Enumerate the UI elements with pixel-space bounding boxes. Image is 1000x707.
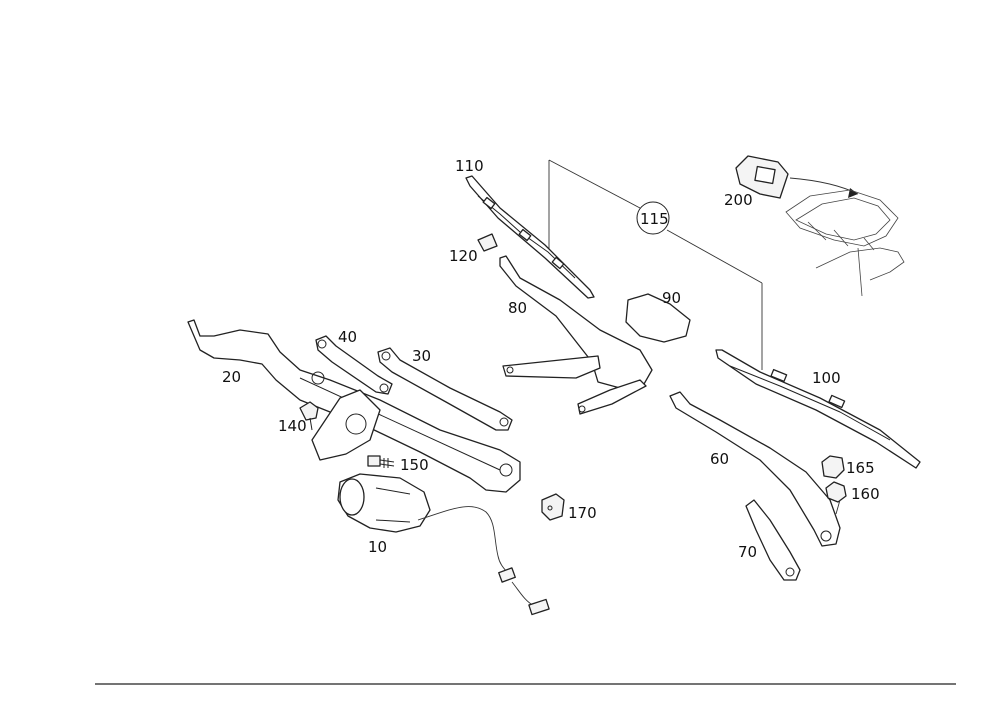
callout-60: 60 [710,450,729,468]
callout-170: 170 [568,504,597,522]
callout-80: 80 [508,299,527,317]
callout-120: 120 [449,247,478,265]
callout-30: 30 [412,347,431,365]
callout-90: 90 [662,289,681,307]
bolt-140 [299,401,319,431]
callout-10: 10 [368,538,387,556]
callout-115: 115 [640,210,669,228]
wiper-arm-cover [625,293,691,343]
callout-160: 160 [851,485,880,503]
wiper-linkage-frame [187,319,521,493]
callout-70: 70 [738,543,757,561]
callout-100: 100 [812,369,841,387]
blade-set-bracket [548,159,763,370]
wiper-motor [337,473,550,616]
arm-cover-right [745,499,801,581]
callout-140: 140 [278,417,307,435]
wiper-arm-right [669,391,841,547]
wiper-blade-upper [465,175,595,299]
linkage-rod-40 [315,335,393,395]
linkage-rod-30 [377,347,513,431]
hex-nut [825,481,847,515]
callout-150: 150 [400,456,429,474]
mounting-bracket-170 [541,493,565,521]
callout-200: 200 [724,191,753,209]
callout-20: 20 [222,368,241,386]
wiper-arm-left [499,255,653,415]
callout-165: 165 [846,459,875,477]
callout-110: 110 [455,157,484,175]
wiper-blade-right [715,349,921,469]
screw-150 [367,455,395,468]
nut-cap [821,455,845,479]
rain-sensor [735,155,859,199]
car-windshield-outline [785,189,905,297]
blade-clip [477,233,498,252]
callout-40: 40 [338,328,357,346]
